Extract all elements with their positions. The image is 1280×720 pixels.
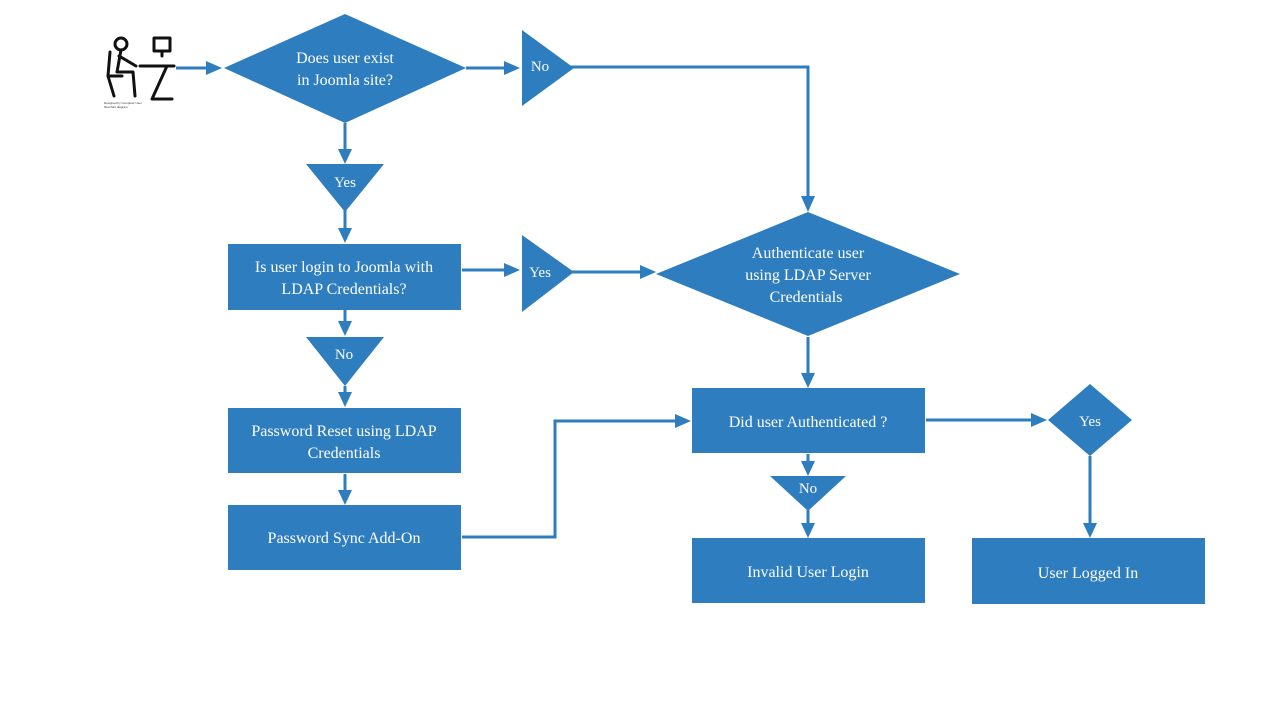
arrow-head — [1083, 523, 1097, 538]
decision-ldap-authenticate-line2: using LDAP Server — [745, 267, 871, 284]
badge-no-left: No — [306, 337, 384, 386]
badge-yes-right-label: Yes — [1079, 414, 1101, 430]
badge-yes-right: Yes — [1048, 384, 1132, 456]
badge-no-top-label: No — [531, 59, 549, 75]
badge-yes-mid-label: Yes — [529, 265, 551, 281]
decision-ldap-authenticate: Authenticate user using LDAP Server Cred… — [656, 212, 960, 336]
person-at-computer-icon: Designed by Computer User flowchart diag… — [104, 36, 176, 109]
arrow-head — [801, 523, 815, 538]
decision-ldap-authenticate-line1: Authenticate user — [752, 245, 865, 262]
arrow-head — [338, 490, 352, 505]
badge-no-bottom-label: No — [799, 481, 817, 497]
process-password-reset-line1: Password Reset using LDAP — [251, 423, 436, 440]
svg-text:flowchart diagram: flowchart diagram — [104, 105, 128, 109]
process-user-logged-in: User Logged In — [972, 538, 1205, 604]
badge-no-top: No — [522, 30, 574, 106]
process-invalid-login-label: Invalid User Login — [747, 564, 869, 581]
badge-no-left-label: No — [335, 347, 353, 363]
arrow-heads — [206, 61, 1097, 538]
decision-user-exists-line2: in Joomla site? — [297, 72, 393, 89]
arrow-head — [801, 461, 815, 476]
arrow-head — [504, 61, 520, 75]
process-password-reset-line2: Credentials — [308, 445, 381, 462]
process-password-sync-label: Password Sync Add-On — [268, 530, 421, 547]
process-invalid-login: Invalid User Login — [692, 538, 925, 603]
process-did-authenticate: Did user Authenticated ? — [692, 388, 925, 453]
arrow-head — [338, 321, 352, 336]
arrow-head — [675, 414, 691, 428]
process-ldap-login-check: Is user login to Joomla with LDAP Creden… — [228, 244, 461, 310]
arrow-head — [640, 265, 656, 279]
decision-user-exists: Does user exist in Joomla site? — [224, 14, 466, 123]
arrow-head — [206, 61, 222, 75]
arrow-head — [504, 263, 520, 277]
process-ldap-login-check-line2: LDAP Credentials? — [281, 281, 406, 298]
arrow-head — [1031, 413, 1047, 427]
arrow-head — [338, 392, 352, 407]
arrow-head — [338, 149, 352, 164]
svg-text:Designed by Computer User: Designed by Computer User — [104, 101, 142, 105]
arrow-head — [801, 373, 815, 388]
edge-no-to-auth — [570, 65, 810, 202]
badge-yes-left-label: Yes — [334, 175, 356, 191]
arrow-head — [338, 228, 352, 243]
decision-user-exists-line1: Does user exist — [296, 50, 394, 67]
process-password-sync: Password Sync Add-On — [228, 505, 461, 570]
process-ldap-login-check-line1: Is user login to Joomla with — [255, 259, 433, 276]
badge-yes-left: Yes — [306, 164, 384, 212]
process-user-logged-in-label: User Logged In — [1038, 565, 1138, 582]
decision-ldap-authenticate-line3: Credentials — [770, 289, 843, 306]
edge-sync-to-did-auth — [462, 419, 680, 539]
badge-yes-mid: Yes — [522, 235, 574, 312]
process-did-authenticate-label: Did user Authenticated ? — [729, 414, 888, 431]
badge-no-bottom: No — [770, 476, 846, 511]
arrow-head — [801, 196, 815, 212]
process-password-reset: Password Reset using LDAP Credentials — [228, 408, 461, 473]
